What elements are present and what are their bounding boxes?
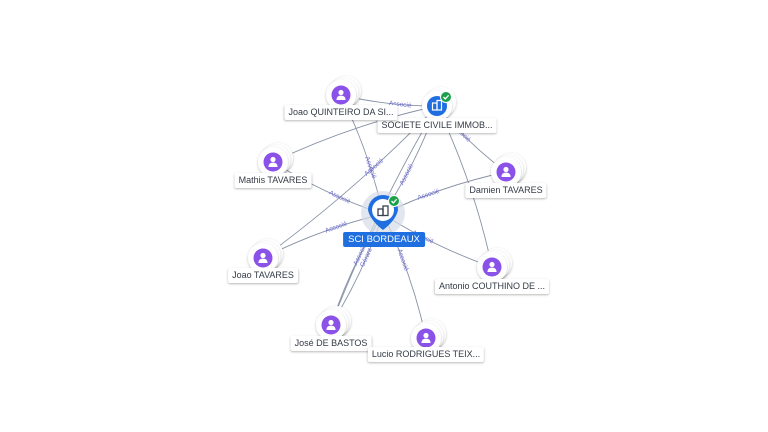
check-icon bbox=[388, 195, 400, 207]
person-icon bbox=[496, 162, 516, 182]
edge-label: Associé bbox=[399, 163, 416, 187]
node-label[interactable]: SCI BORDEAUX bbox=[343, 232, 425, 247]
node-label[interactable]: José DE BASTOS bbox=[290, 336, 372, 351]
node-label[interactable]: Joao QUINTEIRO DA SI... bbox=[284, 105, 398, 120]
person-node-mathis-tavares[interactable] bbox=[258, 143, 293, 177]
check-icon bbox=[440, 91, 452, 103]
person-node-joao-tavares[interactable] bbox=[248, 239, 283, 273]
person-node-jose-de-bastos[interactable] bbox=[316, 306, 351, 340]
node-label[interactable]: Mathis TAVARES bbox=[234, 173, 312, 188]
edge-label: Associé bbox=[417, 188, 441, 202]
node-label[interactable]: Joao TAVARES bbox=[228, 268, 298, 283]
company-node-sci-bordeaux[interactable] bbox=[361, 191, 405, 235]
edge-label: Associé bbox=[328, 190, 352, 206]
person-icon bbox=[321, 315, 341, 335]
person-icon bbox=[416, 328, 436, 348]
person-icon bbox=[253, 248, 273, 268]
person-icon bbox=[482, 257, 502, 277]
person-node-antonio-couthino-de[interactable] bbox=[477, 248, 512, 282]
person-icon bbox=[263, 152, 283, 172]
person-icon bbox=[331, 85, 351, 105]
node-label[interactable]: Antonio COUTHINO DE ... bbox=[434, 279, 550, 294]
building-icon bbox=[377, 205, 389, 217]
node-label[interactable]: SOCIETE CIVILE IMMOB... bbox=[377, 118, 497, 133]
node-label[interactable]: Damien TAVARES bbox=[465, 183, 547, 198]
node-label[interactable]: Lucio RODRIGUES TEIX... bbox=[367, 347, 485, 362]
person-node-joao-quinteiro-da-si[interactable] bbox=[326, 76, 361, 110]
person-node-lucio-rodrigues-teix[interactable] bbox=[411, 319, 446, 353]
edge-label: Associé bbox=[388, 100, 412, 110]
company-node-societe-civile-immob[interactable] bbox=[422, 87, 456, 121]
person-node-damien-tavares[interactable] bbox=[491, 153, 526, 187]
edge-label: Associé bbox=[396, 248, 410, 272]
